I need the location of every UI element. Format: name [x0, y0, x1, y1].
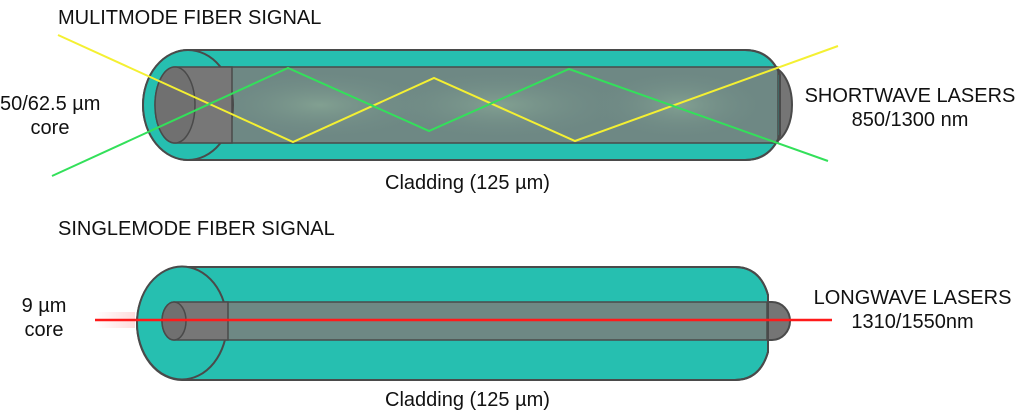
longwave-wavelengths: 1310/1550nm	[851, 311, 974, 333]
multimode-core-label: 50/62.5 µm core	[0, 92, 100, 140]
multimode-title: MULITMODE FIBER SIGNAL	[58, 7, 322, 29]
shortwave-wavelengths: 850/1300 nm	[851, 109, 969, 131]
multimode-cladding-label: Cladding (125 µm)	[385, 172, 550, 194]
multimode-ray-green	[51, 66, 829, 177]
singlemode-title: SINGLEMODE FIBER SIGNAL	[58, 218, 335, 240]
singlemode-core-label: 9 µm core	[0, 294, 88, 342]
shortwave-lasers-text: SHORTWAVE LASERS	[804, 85, 1016, 107]
multimode-core-size: 50/62.5 µm	[0, 93, 101, 115]
multimode-core-word: core	[30, 117, 70, 139]
singlemode-laser-label: LONGWAVE LASERS 1310/1550nm	[805, 286, 1020, 334]
singlemode-cladding-label: Cladding (125 µm)	[385, 389, 550, 411]
singlemode-core-size: 9 µm	[21, 295, 67, 317]
singlemode-core-word: core	[24, 319, 64, 341]
multimode-fiber	[51, 34, 839, 177]
singlemode-fiber	[95, 265, 832, 381]
longwave-lasers-text: LONGWAVE LASERS	[813, 287, 1012, 309]
multimode-laser-label: SHORTWAVE LASERS 850/1300 nm	[800, 84, 1020, 132]
multimode-ray-yellow	[57, 34, 839, 144]
